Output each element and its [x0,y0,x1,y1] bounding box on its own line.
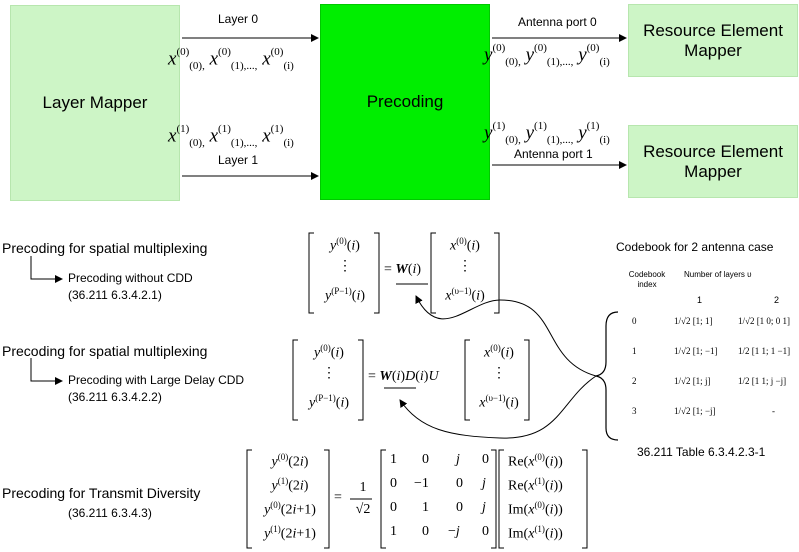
section2-title: Precoding for spatial multiplexing [2,343,208,359]
equation-2: y(0)(i) ⋮ y(P−1)(i) = W(i)D(i)U x(0)(i) … [308,343,519,411]
antenna1-label: Antenna port 1 [514,147,593,161]
y1-sequence: y(1)(0), y(1)(1),..., y(1)(i) [484,120,610,147]
layer0-label: Layer 0 [218,12,259,26]
section1-title: Precoding for spatial multiplexing [2,240,208,256]
codebook-col-2: 2 [774,295,780,305]
codebook-two-layers: 1/2 [1 1; 1 −1] [738,346,791,356]
codebook-one-layer: 1/√2 [1; j] [674,376,711,386]
antenna0-label: Antenna port 0 [518,15,597,29]
section3-title: Precoding for Transmit Diversity [2,485,201,501]
codebook-row-index: 1 [632,346,637,356]
precoding-block: Precoding [320,4,490,200]
re-mapper-1-label: Resource Element Mapper [643,141,783,181]
codebook-row-3: 3 1/√2 [1; −j] - [620,400,798,426]
codebook-row-index: 3 [632,406,637,416]
codebook-one-layer: 1/√2 [1; −j] [674,406,716,416]
codebook-two-layers: - [772,406,775,416]
section1-hook-arrow [30,256,63,283]
equation-1: y(0)(i) ⋮ y(P−1)(i) = W(i) x(0)(i) ⋮ x(υ… [324,236,485,304]
x0-sequence: x(0)(0), x(0)(1),..., x(0)(i) [168,46,294,73]
codebook-caption: 36.211 Table 6.3.4.2.3-1 [637,445,766,459]
equation-3: y(0)(2i) y(1)(2i) y(0)(2i+1) y(1)(2i+1) … [264,452,563,542]
layer-mapper-label: Layer Mapper [42,93,148,112]
x1-sequence: x(1)(0), x(1)(1),..., x(1)(i) [168,123,294,150]
section1-subtitle: Precoding without CDD [68,271,193,285]
codebook-one-layer: 1/√2 [1; −1] [674,346,718,356]
codebook-title: Codebook for 2 antenna case [616,240,774,254]
codebook-col-1: 1 [697,295,703,305]
y0-sequence: y(0)(0), y(0)(1),..., y(0)(i) [484,42,610,69]
codebook-brace [595,311,619,441]
codebook-index-header: Codebook index [628,270,666,289]
precoding-label: Precoding [366,92,444,111]
section3-ref: (36.211 6.3.4.3) [68,506,152,520]
codebook-one-layer: 1/√2 [1; 1] [674,316,713,326]
section2-subtitle: Precoding with Large Delay CDD [68,373,245,387]
codebook-row-index: 0 [632,316,637,326]
layer1-label: Layer 1 [218,153,259,167]
codebook-row-index: 2 [632,376,637,386]
codebook-row-1: 1 1/√2 [1; −1] 1/2 [1 1; 1 −1] [620,340,798,366]
codebook-layers-header: Number of layers υ [684,270,752,279]
re-mapper-0-block: Resource Element Mapper [628,4,798,77]
re-mapper-0-label: Resource Element Mapper [643,20,783,60]
section1-ref: (36.211 6.3.4.2.1) [68,288,162,302]
layer-mapper-block: Layer Mapper [10,5,180,201]
codebook-to-w-arrow-2 [399,375,597,439]
codebook-to-w-arrow-1 [415,295,597,377]
section2-hook-arrow [30,358,63,385]
section2-ref: (36.211 6.3.4.2.2) [68,390,162,404]
re-mapper-1-block: Resource Element Mapper [628,125,798,198]
codebook-row-2: 2 1/√2 [1; j] 1/2 [1 1; j −j] [620,370,798,396]
codebook-two-layers: 1/√2 [1 0; 0 1] [738,316,790,326]
codebook-row-0: 0 1/√2 [1; 1] 1/√2 [1 0; 0 1] [620,310,798,336]
codebook-two-layers: 1/2 [1 1; j −j] [738,376,787,386]
